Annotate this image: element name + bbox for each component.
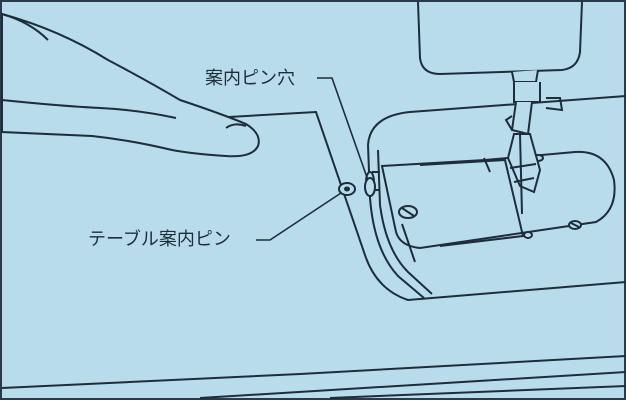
machine-head (417, 1, 583, 215)
leader-lines (256, 77, 371, 241)
table-guide-pin (338, 182, 356, 196)
hand (1, 12, 260, 158)
leader-table-pin (256, 192, 342, 241)
extension-table (1, 110, 626, 399)
table-guide-pin-label: テーブル案内ピン (86, 229, 233, 250)
leader-guide-hole (317, 77, 371, 187)
guide-pin-hole (364, 177, 376, 197)
guide-pin-hole-label: 案内ピン穴 (203, 68, 297, 89)
